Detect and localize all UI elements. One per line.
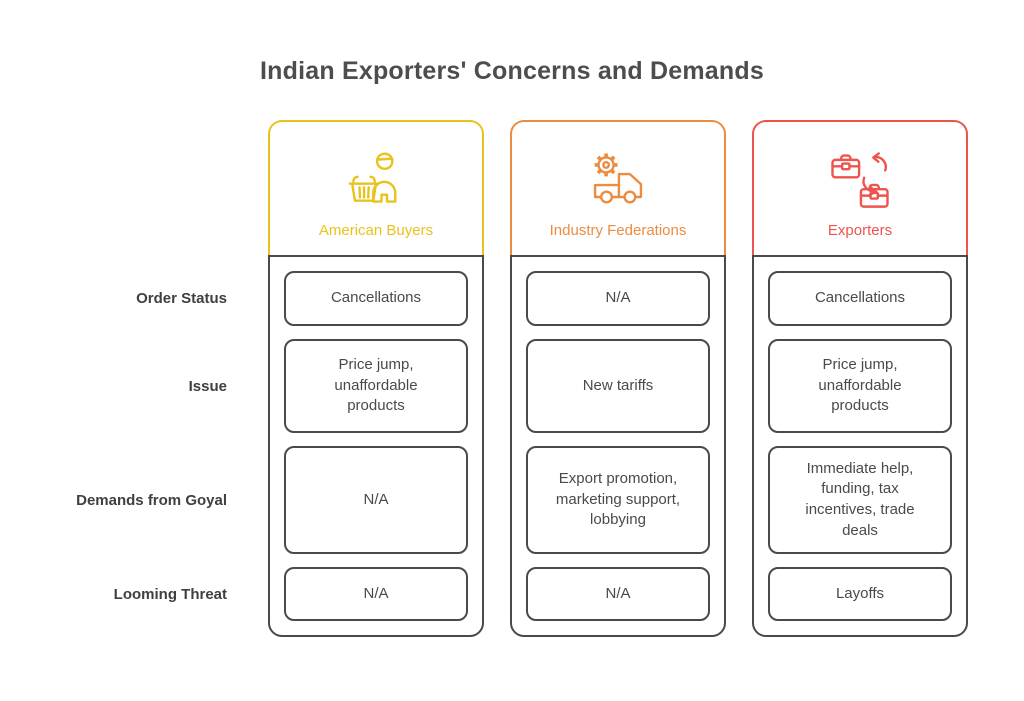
column-body: Cancellations Price jump, unaffordable p…	[268, 255, 484, 637]
cell-threat: Layoffs	[768, 567, 952, 621]
column-american-buyers: American Buyers Cancellations Price jump…	[268, 120, 484, 637]
row-label-demands-from-goyal: Demands from Goyal	[76, 491, 227, 509]
cell-order-status: N/A	[526, 271, 710, 326]
cell-issue: Price jump, unaffordable products	[768, 339, 952, 433]
column-body: N/A New tariffs Export promotion, market…	[510, 255, 726, 637]
row-label-order-status: Order Status	[136, 290, 227, 307]
column-header-american-buyers: American Buyers	[268, 120, 484, 255]
shopper-basket-icon	[343, 151, 409, 210]
column-label: Industry Federations	[549, 222, 687, 239]
cell-order-status: Cancellations	[284, 271, 468, 326]
row-label-looming-threat: Looming Threat	[113, 585, 227, 603]
column-exporters: Exporters Cancellations Price jump, unaf…	[752, 120, 968, 637]
column-header-industry-federations: Industry Federations	[510, 120, 726, 255]
cell-demands: N/A	[284, 446, 468, 554]
column-label: Exporters	[827, 222, 893, 239]
column-header-exporters: Exporters	[752, 120, 968, 255]
column-body: Cancellations Price jump, unaffordable p…	[752, 255, 968, 637]
page-title: Indian Exporters' Concerns and Demands	[260, 57, 764, 85]
cell-threat: N/A	[526, 567, 710, 621]
column-label: American Buyers	[318, 222, 434, 239]
cell-threat: N/A	[284, 567, 468, 621]
cell-issue: New tariffs	[526, 339, 710, 433]
cell-order-status: Cancellations	[768, 271, 952, 326]
row-labels: Order Status Issue Demands from Goyal Lo…	[27, 120, 227, 637]
cell-demands: Export promotion, marketing support, lob…	[526, 446, 710, 554]
gear-truck-icon	[585, 151, 651, 210]
column-industry-federations: Industry Federations N/A New tariffs Exp…	[510, 120, 726, 637]
cell-issue: Price jump, unaffordable products	[284, 339, 468, 433]
briefcase-swap-icon	[827, 151, 893, 210]
row-label-issue: Issue	[188, 377, 227, 395]
cell-demands: Immediate help, funding, tax incentives,…	[768, 446, 952, 554]
comparison-grid: Order Status Issue Demands from Goyal Lo…	[27, 120, 968, 637]
